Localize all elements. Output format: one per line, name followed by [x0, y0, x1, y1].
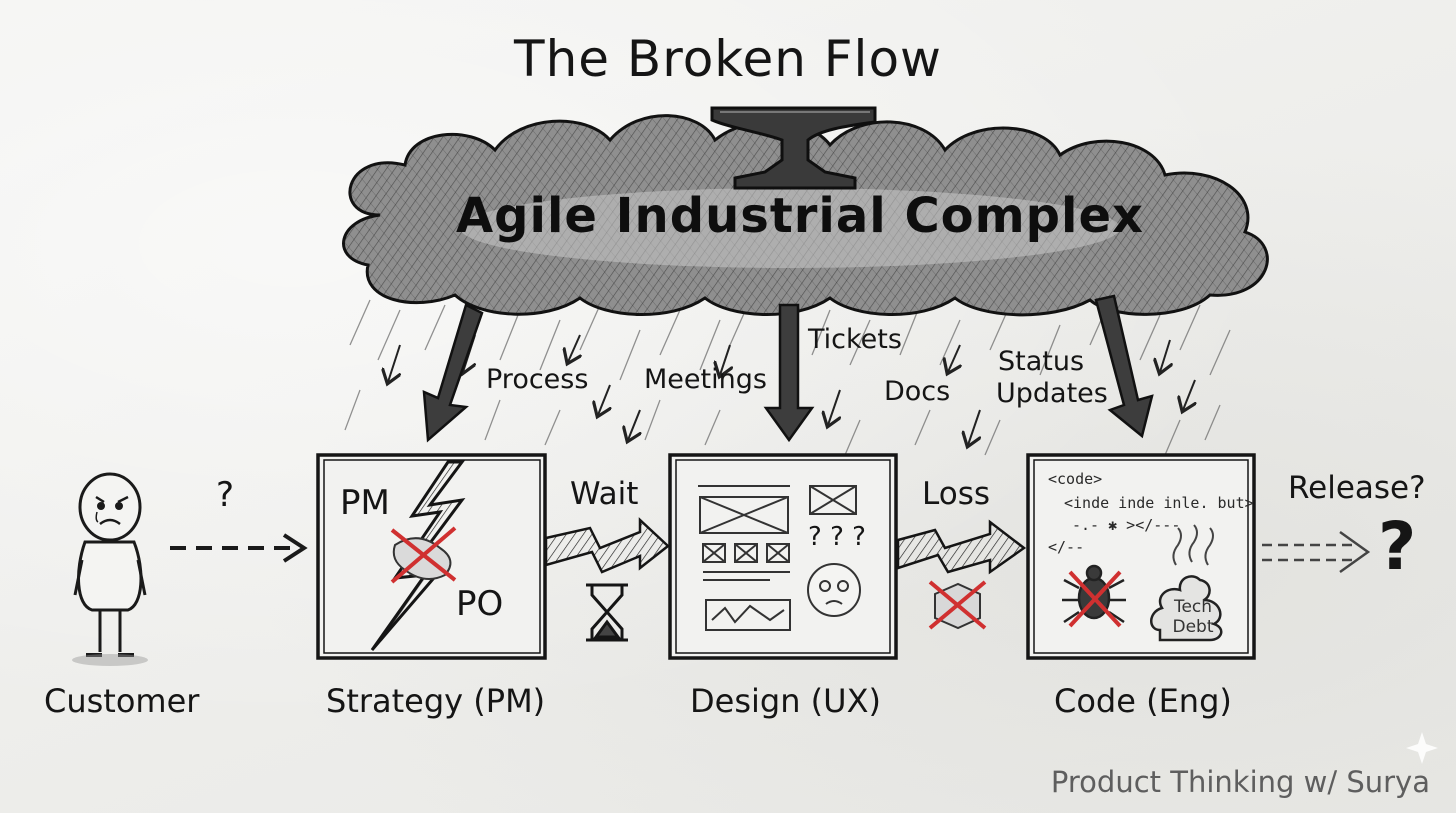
stage-label-customer: Customer [44, 682, 199, 720]
sparkle-icon [1406, 732, 1438, 764]
diagram-title: The Broken Flow [0, 30, 1456, 88]
tech-debt-label: Tech Debt [1166, 597, 1220, 637]
rain-label-meetings: Meetings [644, 364, 767, 395]
rain-label-process: Process [486, 364, 588, 395]
code-line: <inde inde inle. but> [1064, 494, 1254, 512]
tech-debt-line: Debt [1166, 617, 1220, 637]
dashed-arrow-customer [170, 535, 304, 561]
code-line: </-- [1048, 538, 1084, 556]
release-arrow [1262, 532, 1368, 572]
stage-label-strategy: Strategy (PM) [326, 682, 545, 720]
wait-label: Wait [570, 476, 638, 512]
wait-arrow [546, 520, 668, 572]
cloud-label: Agile Industrial Complex [360, 188, 1240, 244]
customer-question-mark: ? [216, 475, 234, 515]
tech-debt-line: Tech [1166, 597, 1220, 617]
rain-label-status: Status [998, 346, 1084, 377]
stage-label-code: Code (Eng) [1054, 682, 1232, 720]
code-line: <code> [1048, 470, 1102, 488]
design-question-marks: ? ? ? [808, 522, 866, 552]
stage-label-design: Design (UX) [690, 682, 881, 720]
release-label: Release? [1288, 470, 1426, 506]
loss-arrow [898, 522, 1024, 572]
customer-figure [72, 474, 148, 666]
rain-label-docs: Docs [884, 376, 950, 407]
credit-text: Product Thinking w/ Surya [1051, 765, 1430, 799]
pm-label: PM [340, 483, 390, 523]
rain-label-updates: Updates [996, 378, 1108, 409]
hourglass-icon [586, 585, 628, 640]
po-label: PO [456, 584, 503, 624]
rain-label-tickets: Tickets [808, 324, 902, 355]
release-question-mark: ? [1378, 508, 1416, 585]
loss-label: Loss [922, 476, 990, 512]
code-line: -.- ✱ ></--- [1072, 516, 1180, 534]
